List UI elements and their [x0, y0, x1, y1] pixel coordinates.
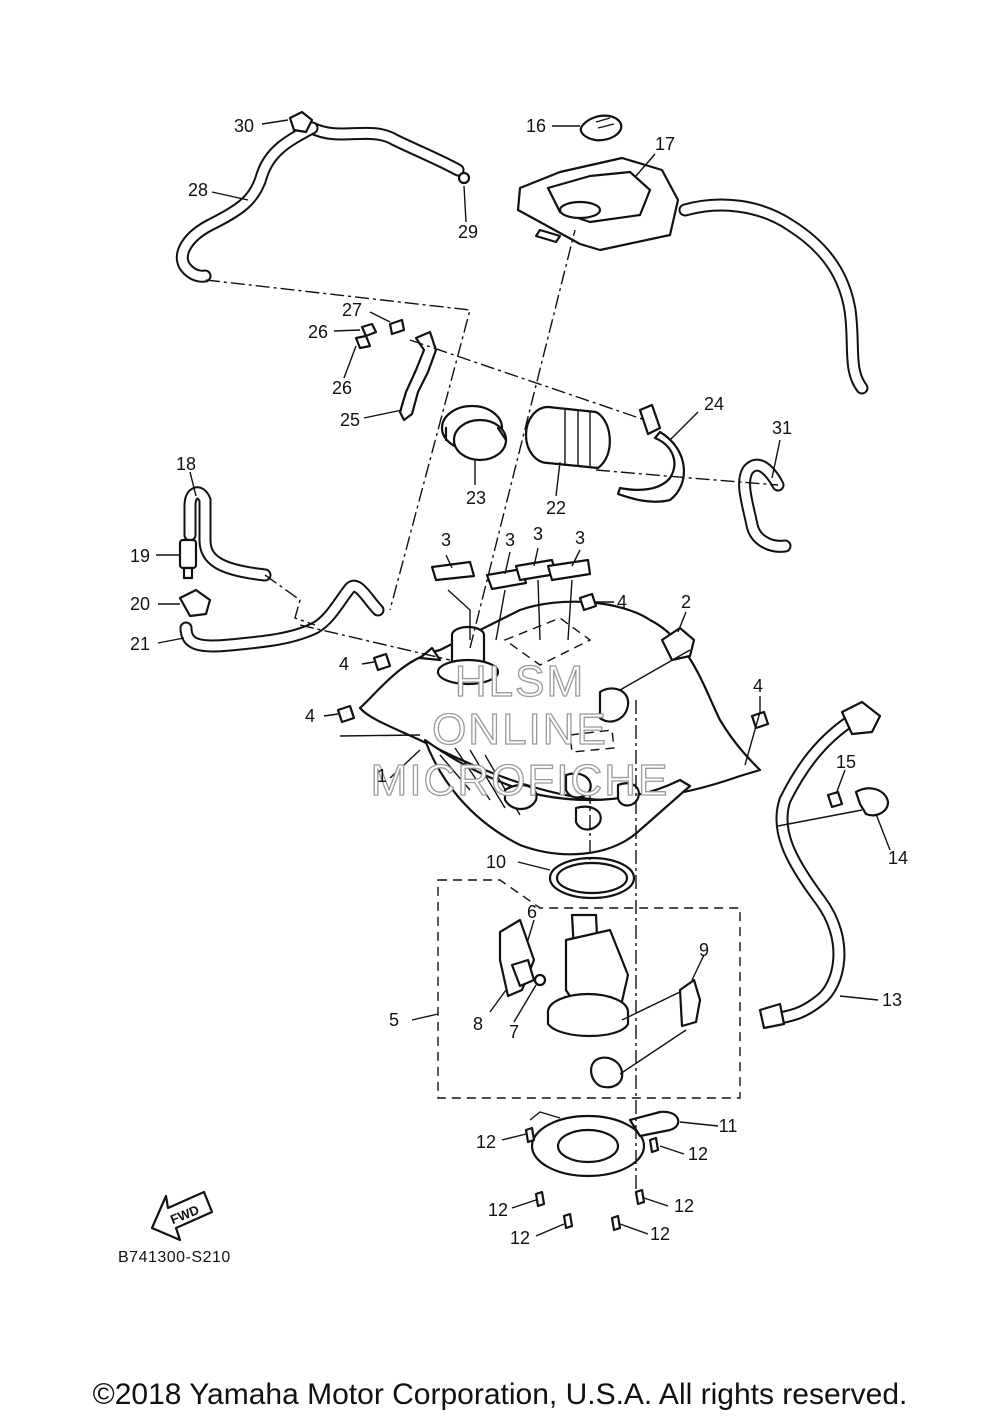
callout-30: 30 — [234, 116, 254, 136]
callout-12b: 12 — [688, 1144, 708, 1164]
callout-11: 11 — [719, 1116, 738, 1136]
callout-3c: 3 — [533, 524, 543, 544]
callout-12d: 12 — [674, 1196, 694, 1216]
callout-28: 28 — [188, 180, 208, 200]
pump-assembly-outline — [437, 879, 741, 1099]
callout-12c: 12 — [488, 1200, 508, 1220]
retainer-plate-11 — [530, 1110, 680, 1178]
reference-lines — [205, 229, 779, 1195]
callout-7: 7 — [509, 1022, 519, 1042]
callout-25: 25 — [340, 410, 360, 430]
clamp-14 — [854, 787, 890, 817]
callout-24: 24 — [704, 394, 724, 414]
quick-connector — [758, 700, 882, 1030]
copyright-notice: ©2018 Yamaha Motor Corporation, U.S.A. A… — [92, 1378, 908, 1411]
callout-3b: 3 — [505, 530, 515, 550]
fuel-pump — [498, 913, 702, 1089]
label-decals-3 — [430, 558, 592, 591]
callout-26a: 26 — [308, 322, 328, 342]
callout-4b: 4 — [339, 654, 349, 674]
bolt-15 — [826, 790, 844, 809]
callout-10: 10 — [486, 852, 506, 872]
watermark: HLSM ONLINE MICROFICHE — [370, 656, 670, 805]
callout-4c: 4 — [305, 706, 315, 726]
filter-19 — [178, 538, 198, 580]
bolt-4a — [578, 592, 598, 612]
callout-21: 21 — [130, 634, 150, 654]
clip-27 — [388, 318, 406, 336]
callout-13: 13 — [882, 990, 902, 1010]
callout-3a: 3 — [441, 530, 451, 550]
clip-29 — [457, 171, 471, 185]
bolt-26a — [360, 322, 378, 338]
hose-31 — [738, 458, 792, 553]
bolt-4b — [372, 652, 392, 672]
filler-cap — [579, 114, 623, 142]
filler-cover-17 — [516, 156, 680, 252]
callout-12a: 12 — [476, 1132, 496, 1152]
callout-12f: 12 — [650, 1224, 670, 1244]
callout-5: 5 — [389, 1010, 399, 1030]
diagram-code: B741300-S210 — [118, 1249, 231, 1266]
drain-hose-right — [678, 198, 869, 395]
callout-numbers: 30 28 29 16 17 27 26 26 25 24 31 23 22 1… — [130, 116, 908, 1248]
callout-31: 31 — [772, 418, 792, 438]
callout-6: 6 — [527, 902, 537, 922]
callout-14: 14 — [888, 848, 908, 868]
callout-3d: 3 — [575, 528, 585, 548]
fwd-arrow: FWD — [150, 1190, 214, 1242]
callout-2: 2 — [681, 592, 691, 612]
callout-29: 29 — [458, 222, 478, 242]
callout-9: 9 — [699, 940, 709, 960]
bolt-26b — [354, 334, 372, 350]
callout-19: 19 — [130, 546, 150, 566]
watermark-line-2: ONLINE — [432, 705, 608, 754]
callout-22: 22 — [546, 498, 566, 518]
callout-27: 27 — [342, 300, 362, 320]
leader-lines — [156, 119, 891, 1237]
clamp-30 — [288, 110, 314, 134]
cap-20 — [178, 588, 212, 618]
bracket-25 — [398, 330, 438, 422]
callout-17: 17 — [655, 134, 675, 154]
callout-16: 16 — [526, 116, 546, 136]
filler-neck — [418, 625, 500, 686]
hose-18 — [183, 486, 272, 582]
breather-hose-28 — [175, 121, 465, 283]
bracket-24 — [616, 403, 685, 503]
gasket-10 — [548, 856, 636, 900]
callout-8: 8 — [473, 1014, 483, 1034]
callout-12e: 12 — [510, 1228, 530, 1248]
bolt-4c — [336, 704, 356, 724]
damper-22 — [524, 405, 611, 470]
hose-21 — [179, 579, 385, 653]
callout-18: 18 — [176, 454, 196, 474]
callout-15: 15 — [836, 752, 856, 772]
callout-26b: 26 — [332, 378, 352, 398]
screws-12 — [524, 1126, 660, 1232]
fuel-hose-13 — [773, 711, 862, 1025]
callout-1: 1 — [377, 766, 387, 786]
watermark-line-1: HLSM — [455, 657, 585, 706]
callout-20: 20 — [130, 594, 150, 614]
callout-4d: 4 — [753, 676, 763, 696]
watermark-line-3: MICROFICHE — [371, 756, 670, 805]
callout-4a: 4 — [617, 592, 627, 612]
callout-23: 23 — [466, 488, 486, 508]
damper-23 — [440, 404, 508, 462]
